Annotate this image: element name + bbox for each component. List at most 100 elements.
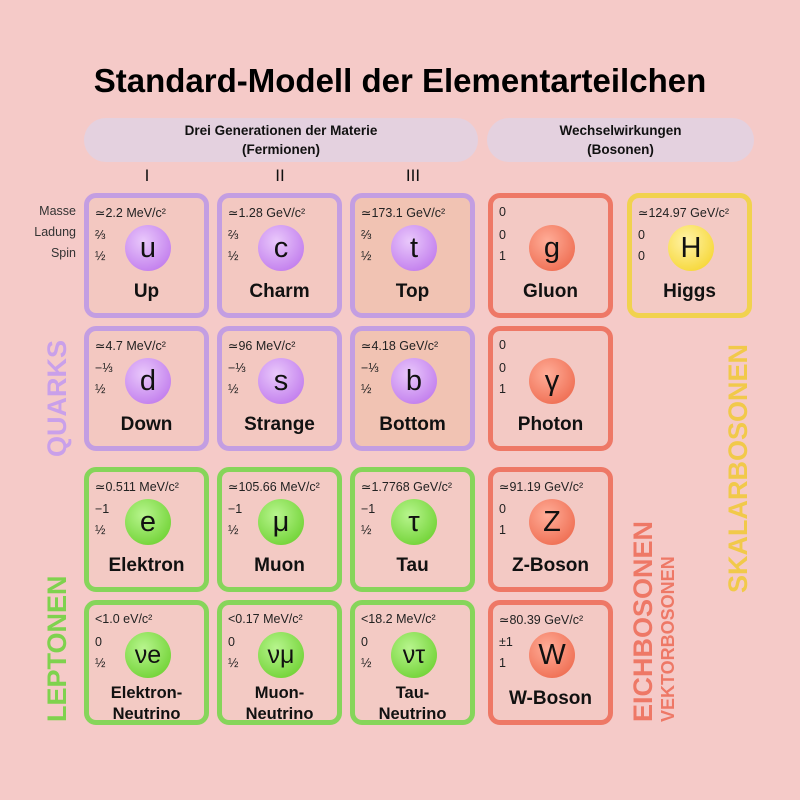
particle-card-up: ≃2.2 MeV/c² ⅔ ½ u Up [84,193,209,318]
particle-name: Tau- Neutrino [355,683,470,723]
particle-spin: 1 [499,249,506,263]
particle-symbol: s [258,358,304,404]
particle-mass: ≃96 MeV/c² [228,339,296,353]
particle-mass: ≃124.97 GeV/c² [638,206,730,220]
particle-mass: ≃173.1 GeV/c² [361,206,446,220]
particle-name: Elektron [108,555,185,576]
particle-symbol: e [125,499,171,545]
spin-row-label: Spin [50,246,76,260]
particle-name: Bottom [379,414,446,435]
particle-mass: ≃0.511 MeV/c² [95,480,179,494]
particle-spin: ½ [228,382,239,396]
particle-symbol: ντ [391,632,437,678]
particle-name: Top [395,281,430,302]
particle-card-charm: ≃1.28 GeV/c² ⅔ ½ c Charm [217,193,342,318]
particle-spin: 1 [499,523,506,537]
particle-mass: ≃80.39 GeV/c² [499,613,584,627]
particle-charge: 0 [95,635,102,649]
particle-mass: ≃1.7768 GeV/c² [361,480,453,494]
particle-mass: 0 [499,205,506,219]
particle-spin: ½ [361,656,372,670]
particle-name: Z-Boson [511,555,590,576]
particle-symbol: u [125,225,171,271]
particle-name: Higgs [663,281,716,302]
particle-symbol: νe [125,632,171,678]
particle-name: Muon- Neutrino [222,683,337,723]
particle-symbol: c [258,225,304,271]
charge-row-label: Ladung [34,225,76,239]
particle-mass: ≃1.28 GeV/c² [228,206,306,220]
mass-row-label: Masse [39,204,76,218]
particle-charge: ⅔ [228,228,239,242]
particle-card-photon: 0 0 1 γ Photon [488,326,613,451]
particle-spin: ½ [228,523,239,537]
gauge-bosons-side-label: EICHBOSONEN [628,520,658,722]
particle-card-higgs: ≃124.97 GeV/c² 0 0 H Higgs [627,193,752,318]
particle-symbol: τ [391,499,437,545]
particle-card-bottom: ≃4.18 GeV/c² −⅓ ½ b Bottom [350,326,475,451]
particle-symbol: g [529,225,575,271]
particle-card-down: ≃4.7 MeV/c² −⅓ ½ d Down [84,326,209,451]
particle-card-z-boson: ≃91.19 GeV/c² 0 1 Z Z-Boson [488,467,613,592]
particle-card-w-boson: ≃80.39 GeV/c² ±1 1 W W-Boson [488,600,613,725]
particle-name-line1: Tau- [395,684,430,702]
particle-charge: 0 [499,228,506,242]
generation-2-label: II [275,166,285,185]
particle-mass: 0 [499,338,506,352]
particle-symbol: H [668,225,714,271]
particle-symbol: b [391,358,437,404]
particle-spin: 1 [499,382,506,396]
particle-spin: ½ [95,249,106,263]
particle-name: W-Boson [509,688,592,709]
particle-name-line1: Muon- [254,684,305,702]
quarks-side-label: QUARKS [42,339,72,457]
particle-card-strange: ≃96 MeV/c² −⅓ ½ s Strange [217,326,342,451]
particle-mass: ≃4.18 GeV/c² [361,339,439,353]
particle-symbol: d [125,358,171,404]
particle-name-line2: Neutrino [112,705,181,723]
particle-spin: ½ [95,523,106,537]
particle-name-line2: Neutrino [378,705,447,723]
particle-card-top: ≃173.1 GeV/c² ⅔ ½ t Top [350,193,475,318]
particle-mass: <18.2 MeV/c² [361,612,436,626]
particle-name: Elektron- Neutrino [89,683,204,723]
particle-card-tau: ≃1.7768 GeV/c² −1 ½ τ Tau [350,467,475,592]
particle-charge: −1 [95,502,110,516]
particle-charge: 0 [361,635,368,649]
particle-spin: ½ [228,249,239,263]
particle-charge: −1 [361,502,376,516]
particle-mass: ≃4.7 MeV/c² [95,339,166,353]
particle-charge: 0 [499,361,506,375]
particle-card-muon-neutrino: <0.17 MeV/c² 0 ½ νμ Muon- Neutrino [217,600,342,725]
particle-charge: 0 [499,502,506,516]
particle-mass: ≃105.66 MeV/c² [228,480,320,494]
particle-card-muon: ≃105.66 MeV/c² −1 ½ μ Muon [217,467,342,592]
particle-name: Strange [244,414,315,435]
scalar-bosons-side-label: SKALARBOSONEN [723,343,753,593]
particle-spin: ½ [95,382,106,396]
particle-spin: 1 [499,656,506,670]
particle-charge: −⅓ [95,361,113,375]
bosons-header-line1: Wechselwirkungen [559,123,682,138]
particle-charge: ±1 [499,635,513,649]
vector-bosons-side-label: VEKTORBOSONEN [658,556,678,722]
fermions-header: Drei Generationen der Materie (Fermionen… [84,118,478,162]
particle-name: Down [120,414,173,435]
particle-name-line2: Neutrino [245,705,314,723]
particle-mass: <0.17 MeV/c² [228,612,303,626]
particle-name: Charm [249,281,310,302]
particle-charge: −⅓ [361,361,379,375]
particle-card-electron: ≃0.511 MeV/c² −1 ½ e Elektron [84,467,209,592]
particle-card-electron-neutrino: <1.0 eV/c² 0 ½ νe Elektron- Neutrino [84,600,209,725]
particle-name: Photon [517,414,584,435]
fermions-header-line1: Drei Generationen der Materie [184,123,378,138]
particle-spin: ½ [228,656,239,670]
particle-spin: ½ [361,523,372,537]
page-title: Standard-Modell der Elementarteilchen [93,62,707,99]
particle-card-tau-neutrino: <18.2 MeV/c² 0 ½ ντ Tau- Neutrino [350,600,475,725]
generation-1-label: I [144,166,150,185]
particle-symbol: t [391,225,437,271]
particle-charge: ⅔ [361,228,372,242]
bosons-header-line2: (Bosonen) [587,142,654,157]
leptons-side-label: LEPTONEN [42,575,72,722]
